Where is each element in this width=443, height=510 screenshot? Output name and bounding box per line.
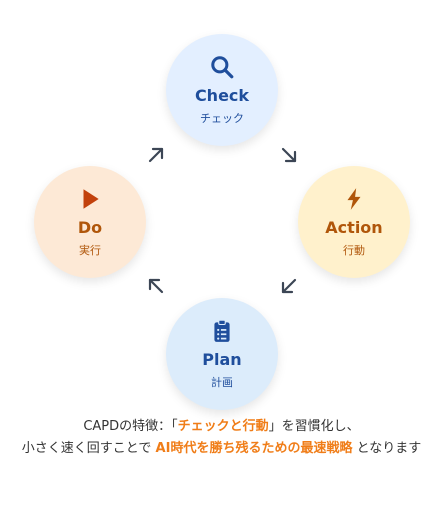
caption-part4: となります <box>356 441 422 456</box>
caption-part3: 小さく速く回すことで <box>21 441 152 456</box>
action-title: Action <box>325 218 383 237</box>
clipboard-icon <box>214 319 230 342</box>
magnifier-icon <box>211 56 234 79</box>
do-subtitle: 実行 <box>79 244 101 257</box>
arrow-down-right-icon <box>281 147 297 163</box>
caption-highlight-1: チェックと行動 <box>177 419 269 434</box>
check-node: Check チェック <box>166 34 278 146</box>
arrow-down-left-icon <box>281 278 297 294</box>
caption-part2: 」を習慣化し、 <box>268 419 360 434</box>
check-title: Check <box>194 86 250 105</box>
do-title: Do <box>77 218 103 237</box>
plan-subtitle: 計画 <box>211 376 233 389</box>
lightning-icon <box>347 188 361 210</box>
arrow-up-left-icon <box>148 278 164 294</box>
action-node: Action 行動 <box>298 166 410 278</box>
plan-node: Plan 計画 <box>166 298 278 410</box>
plan-title: Plan <box>202 350 242 369</box>
caption-part1: CAPDの特徴：「 <box>83 419 178 434</box>
arrow-up-right-icon <box>148 147 164 163</box>
play-icon <box>83 189 99 209</box>
check-subtitle: チェック <box>200 112 244 125</box>
caption: CAPDの特徴：「チェックと行動」を習慣化し、 小さく速く回すことで AI時代を… <box>20 416 423 460</box>
caption-highlight-2: AI時代を勝ち残るための最速戦略 <box>155 441 353 456</box>
action-subtitle: 行動 <box>343 244 365 257</box>
do-node: Do 実行 <box>34 166 146 278</box>
